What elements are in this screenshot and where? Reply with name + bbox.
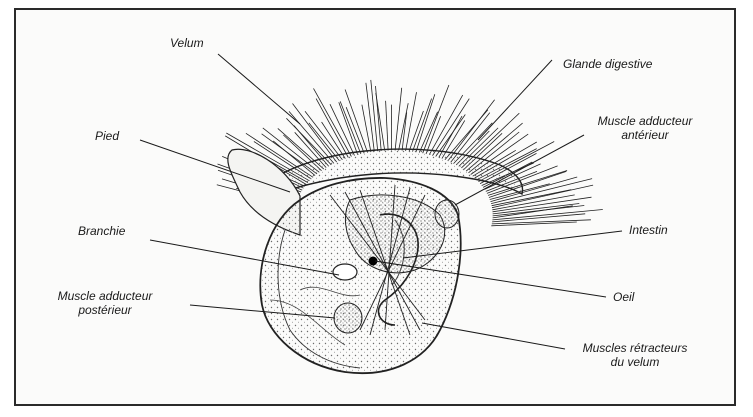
label-muscle-posterieur-line2: postérieur <box>40 303 170 317</box>
label-muscle-anterieur-line1: Muscle adducteur <box>580 114 710 128</box>
label-intestin: Intestin <box>629 223 668 237</box>
cilium <box>492 210 602 220</box>
label-muscle-posterieur: Muscle adducteur postérieur <box>40 289 170 317</box>
cilium <box>409 111 423 151</box>
gill <box>333 264 357 280</box>
cilium <box>293 104 337 163</box>
posterior-adductor-muscle <box>334 303 362 333</box>
anterior-adductor-muscle <box>435 200 459 228</box>
label-muscles-retracteurs-line1: Muscles rétracteurs <box>565 341 705 355</box>
label-pied: Pied <box>95 129 119 143</box>
cilium <box>386 101 389 151</box>
cilium <box>491 222 577 226</box>
label-muscles-retracteurs-line2: du velum <box>565 355 705 369</box>
cilium <box>366 83 374 152</box>
cilium <box>371 80 378 151</box>
label-muscle-posterieur-line1: Muscle adducteur <box>40 289 170 303</box>
label-muscle-anterieur: Muscle adducteur antérieur <box>580 114 710 142</box>
label-branchie: Branchie <box>78 224 125 238</box>
label-muscles-retracteurs: Muscles rétracteurs du velum <box>565 341 705 369</box>
label-oeil: Oeil <box>613 290 634 304</box>
cilium <box>413 99 432 152</box>
label-velum: Velum <box>170 36 204 50</box>
cilium <box>340 101 361 154</box>
cilium <box>433 99 470 156</box>
cilium <box>406 92 417 151</box>
label-muscle-anterieur-line2: antérieur <box>580 128 710 142</box>
label-glande-digestive: Glande digestive <box>563 57 652 71</box>
